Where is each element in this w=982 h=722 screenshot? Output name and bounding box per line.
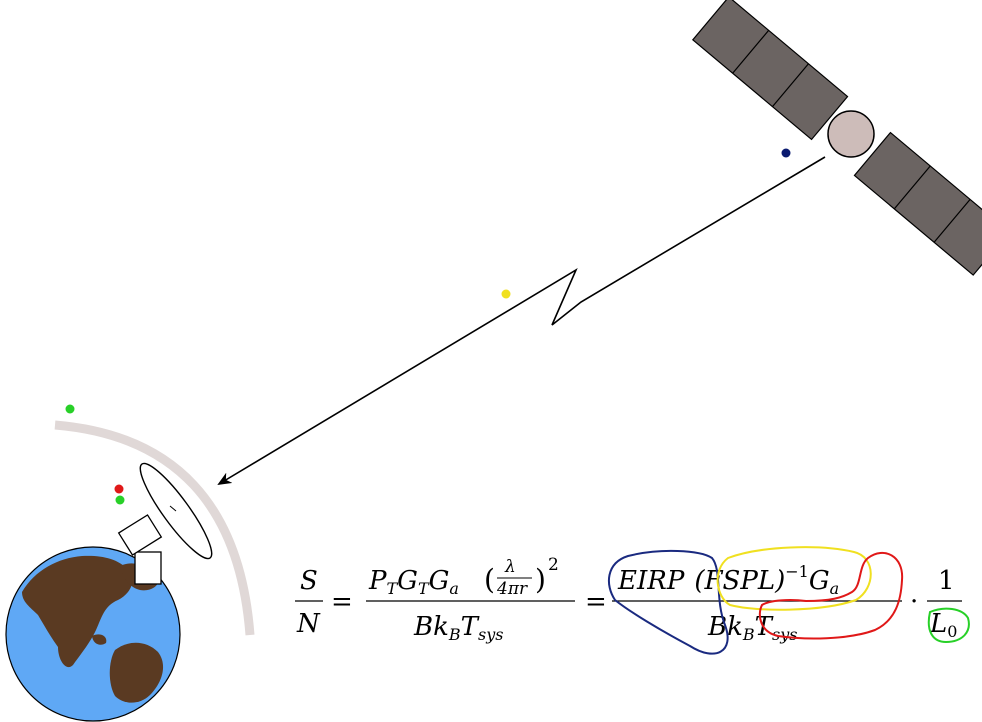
satellite-icon [691,0,982,276]
middle-denominator: BkBTsys [413,612,503,644]
right-paren: ) [535,563,546,596]
square-exponent: 2 [548,555,559,575]
left-paren: ( [484,563,495,596]
loss-denominator: L0 [929,609,957,641]
second-equals: = [585,587,607,617]
receiver-highlight-loop [758,552,904,640]
fspl-highlight-loop [716,546,872,611]
island-land [92,634,107,645]
multiplication-dot: · [910,587,918,617]
lhs-denominator: N [296,609,321,639]
dish-antenna-icon [117,462,213,585]
loss-highlight-loop [927,607,970,644]
earth-icon [5,546,181,722]
middle-numerator: PTGTGa [368,566,459,598]
lambda-denominator: 4πr [496,579,528,599]
eirp-highlight-loop [607,549,729,655]
right-denominator: BkBTsys [707,612,797,644]
lambda-numerator: λ [504,557,516,577]
satellite-marker-dot [781,148,791,158]
lower-solar-panel [853,131,982,276]
path-marker-dot [501,289,511,299]
satellite-body [827,110,875,158]
loss-numerator: 1 [938,566,955,596]
upper-solar-panel [691,0,849,141]
north-america-land [22,555,133,668]
lhs-numerator: S [300,566,318,596]
atmosphere-arc [54,420,255,636]
receiver-marker-dot [114,484,124,494]
atmosphere-marker-dot [65,404,75,414]
right-numerator: EIRP(FSPL)−1Ga [617,562,839,598]
first-equals: = [331,587,353,617]
south-america-land [109,642,164,703]
signal-arrow-icon [217,156,826,486]
receiver-gain-marker-dot [115,495,125,505]
